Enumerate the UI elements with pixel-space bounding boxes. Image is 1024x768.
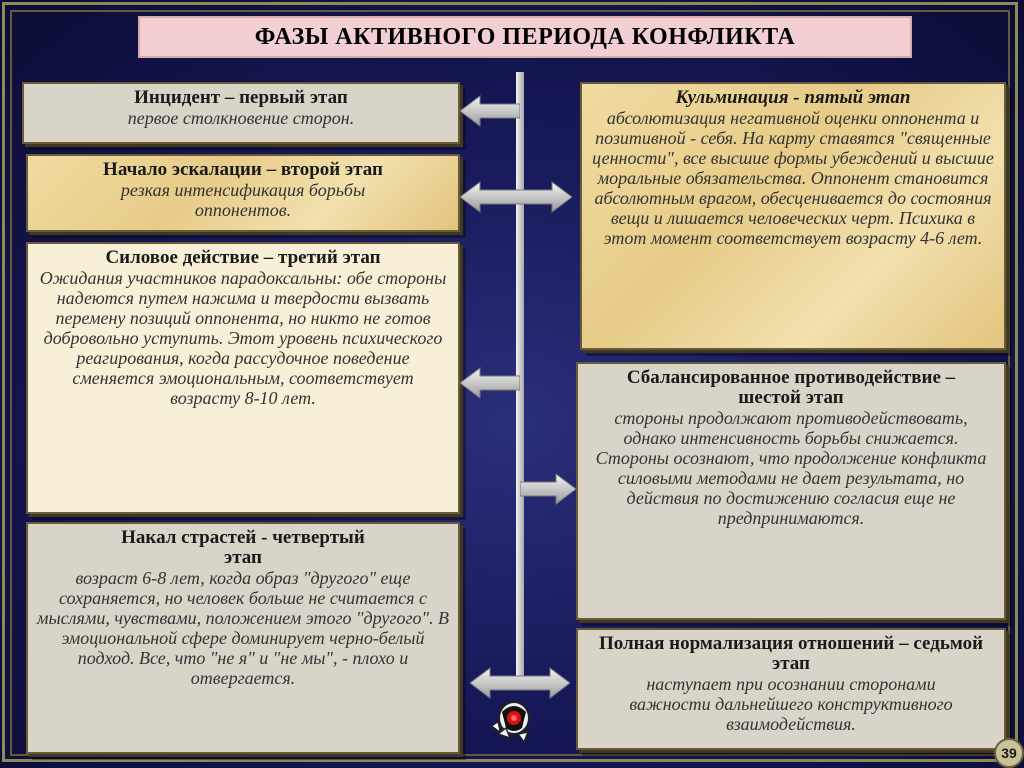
stage-1-box: Инцидент – первый этап первое столкновен… — [22, 82, 460, 144]
stage-5-text: абсолютизация негативной оценки оппонент… — [592, 108, 994, 248]
stage-6-box: Сбалансированное противодействие – шесто… — [576, 362, 1006, 620]
stage-4-box: Накал страстей - четвертый этап возраст … — [26, 522, 460, 754]
inner-frame — [10, 10, 1010, 756]
stage-5-heading: Кульминация - пятый этап — [675, 87, 911, 108]
stage-2-box: Начало эскалации – второй этап резкая ин… — [26, 154, 460, 232]
stage-2-heading: Начало эскалации – второй этап — [103, 159, 383, 180]
left-arrow-icon — [460, 367, 520, 399]
stage-3-text: Ожидания участников парадоксальны: обе с… — [39, 268, 447, 408]
stage-7-heading: Полная нормализация отношений – седьмой … — [598, 633, 984, 674]
timeline-spine — [516, 72, 524, 684]
stage-1-text: первое столкновение сторон. — [127, 108, 355, 128]
double-arrow-icon — [460, 181, 572, 213]
stage-1-heading: Инцидент – первый этап — [134, 87, 348, 108]
stage-6-text: стороны продолжают противодействовать, о… — [595, 408, 987, 528]
stage-4-text: возраст 6-8 лет, когда образ "другого" е… — [36, 568, 450, 688]
stage-2-text: резкая интенсификация борьбы оппонентов. — [120, 180, 366, 220]
left-arrow-icon — [460, 95, 520, 127]
right-arrow-icon — [520, 473, 576, 505]
stage-3-heading: Силовое действие – третий этап — [105, 247, 381, 268]
stage-6-heading: Сбалансированное противодействие – шесто… — [626, 367, 956, 408]
stage-4-heading: Накал страстей - четвертый этап — [121, 527, 365, 568]
slide-number: 39 — [994, 738, 1024, 768]
stage-7-text: наступает при осознании сторонами важнос… — [629, 674, 953, 734]
slide-title: ФАЗЫ АКТИВНОГО ПЕРИОДА КОНФЛИКТА — [138, 16, 912, 58]
stage-7-box: Полная нормализация отношений – седьмой … — [576, 628, 1006, 750]
stage-3-box: Силовое действие – третий этап Ожидания … — [26, 242, 460, 514]
stage-5-box: Кульминация - пятый этап абсолютизация н… — [580, 82, 1006, 350]
double-arrow-icon — [470, 667, 570, 699]
alarm-bell-icon — [491, 701, 530, 744]
